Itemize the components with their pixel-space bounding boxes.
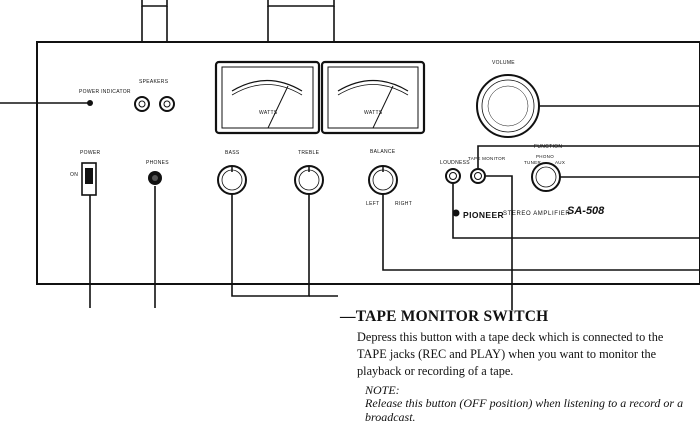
left-meter-watts-label: WATTS bbox=[259, 110, 278, 116]
speaker-buttons bbox=[134, 96, 175, 112]
stereo-amplifier-label: STEREO AMPLIFIER bbox=[503, 211, 571, 217]
loudness-label: LOUDNESS bbox=[440, 160, 470, 166]
left-vu-meter bbox=[214, 60, 321, 135]
tape-monitor-description: Depress this button with a tape deck whi… bbox=[357, 330, 664, 378]
balance-label: BALANCE bbox=[370, 149, 396, 155]
volume-label: VOLUME bbox=[492, 60, 515, 66]
leader-lines bbox=[89, 105, 700, 310]
note-text: Release this button (OFF position) when … bbox=[365, 396, 684, 424]
treble-knob bbox=[294, 165, 324, 195]
bass-knob bbox=[217, 165, 247, 195]
bass-label: BASS bbox=[225, 150, 240, 156]
tuner-label: TUNER bbox=[524, 160, 541, 165]
pioneer-logo-mark bbox=[452, 209, 460, 217]
left-label: LEFT bbox=[366, 201, 380, 207]
tape-monitor-label: TAPE MONITOR bbox=[468, 156, 506, 161]
note-label: NOTE: bbox=[365, 383, 400, 397]
right-label: RIGHT bbox=[395, 201, 413, 207]
power-switch bbox=[81, 162, 97, 196]
treble-label: TREBLE bbox=[298, 150, 320, 156]
on-label: ON bbox=[70, 172, 79, 178]
function-label: FUNCTION bbox=[534, 144, 563, 150]
phones-label: PHONES bbox=[146, 160, 169, 166]
tape-monitor-button bbox=[470, 168, 486, 184]
balance-knob bbox=[368, 165, 398, 195]
phono-label: PHONO bbox=[536, 154, 555, 159]
tape-monitor-switch-title: —TAPE MONITOR SWITCH bbox=[340, 308, 549, 325]
function-knob bbox=[531, 162, 561, 192]
right-meter-watts-label: WATTS bbox=[364, 110, 383, 116]
volume-knob bbox=[476, 74, 540, 138]
power-indicator-label: POWER INDICATOR bbox=[79, 89, 131, 95]
loudness-button bbox=[445, 168, 461, 184]
brand-name: PIONEER bbox=[463, 210, 505, 220]
power-indicator-lamp bbox=[87, 100, 93, 106]
aux-label: AUX bbox=[555, 160, 566, 165]
speakers-label: SPEAKERS bbox=[139, 79, 169, 85]
model-number: SA-508 bbox=[567, 205, 605, 217]
right-vu-meter bbox=[320, 60, 426, 135]
power-label: POWER bbox=[80, 150, 101, 156]
